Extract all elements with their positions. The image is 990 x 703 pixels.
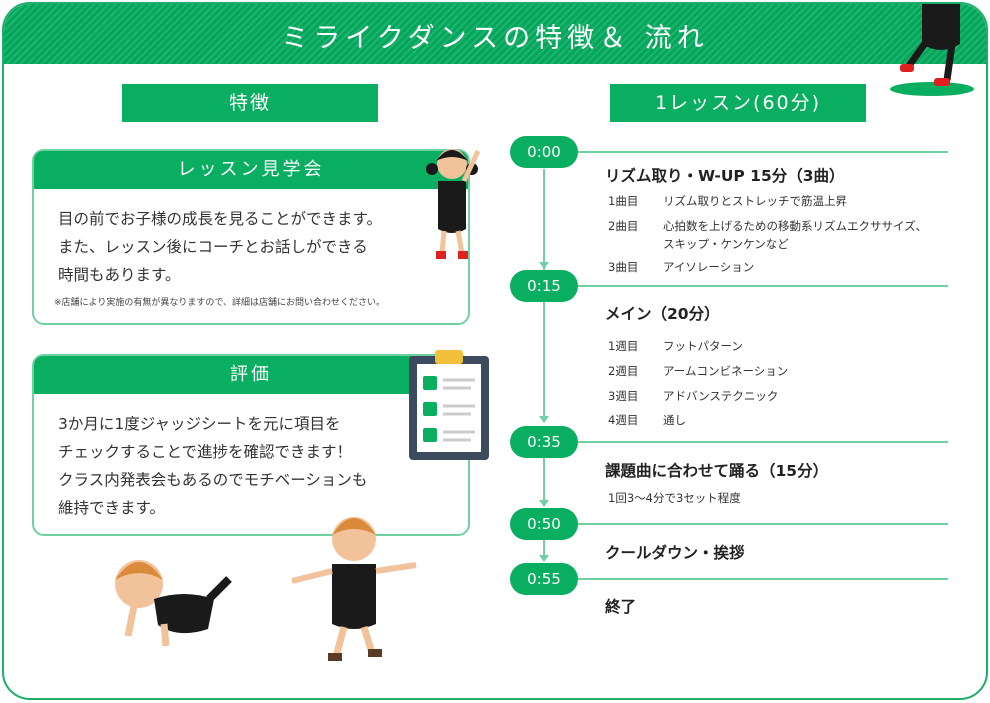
- features-tag: 特徴: [122, 84, 378, 122]
- time-badge: 0:35: [510, 426, 578, 458]
- timeline-rule: [574, 441, 948, 443]
- header-band: ミライクダンスの特徴＆ 流れ: [4, 4, 986, 64]
- section-row: 4週目通し: [608, 413, 686, 427]
- section-row: 3曲目アイソレーション: [608, 260, 755, 274]
- timeline-connector: [543, 454, 545, 504]
- section-title: クールダウン・挨拶: [605, 544, 745, 562]
- time-badge: 0:00: [510, 136, 578, 168]
- section-row: 1週目フットパターン: [608, 339, 743, 353]
- feature-box-title: レッスン見学会: [34, 151, 468, 189]
- section-title: リズム取り・W-UP 15分（3曲）: [605, 167, 845, 185]
- time-badge: 0:15: [510, 270, 578, 302]
- feature-box-note: ※店舗により実施の有無が異なりますので、詳細は店舗にお問い合わせください。: [54, 298, 386, 308]
- section-row: 1曲目リズム取りとストレッチで筋温上昇: [608, 194, 847, 208]
- arrow-down-icon: [539, 416, 549, 423]
- section-title: メイン（20分）: [605, 305, 720, 323]
- feature-box-observation: レッスン見学会 目の前でお子様の成長を見ることができます。また、レッスン後にコー…: [32, 149, 470, 325]
- timeline-rule: [574, 151, 948, 153]
- feature-box-evaluation: 評価 3か月に1度ジャッジシートを元に項目をチェックすることで進捗を確認できます…: [32, 354, 470, 536]
- section-row: 2週目アームコンビネーション: [608, 364, 789, 378]
- timeline-connector: [543, 536, 545, 556]
- feature-box-text: 目の前でお子様の成長を見ることができます。また、レッスン後にコーチとお話しができ…: [58, 210, 382, 284]
- lesson-tag: 1レッスン(60分): [610, 84, 866, 122]
- timeline-rule: [574, 578, 948, 580]
- girl-dancer-illustration: [426, 149, 481, 259]
- arrow-down-icon: [539, 500, 549, 507]
- feature-box-text: 3か月に1度ジャッジシートを元に項目をチェックすることで進捗を確認できます！クラ…: [58, 415, 368, 517]
- section-title: 終了: [605, 598, 637, 616]
- arrow-down-icon: [539, 555, 549, 562]
- boy-crawling-illustration: [115, 560, 232, 647]
- dancer-illustration-corner: [890, 4, 974, 96]
- section-row: 3週目アドバンステクニック: [608, 389, 779, 403]
- boy-standing-illustration: [291, 517, 417, 661]
- arrow-down-icon: [539, 262, 549, 269]
- section-row: 1回3〜4分で3セット程度: [608, 491, 741, 505]
- timeline-rule: [574, 285, 948, 287]
- section-title: 課題曲に合わせて踊る（15分）: [605, 462, 829, 480]
- timeline-rule: [574, 523, 948, 525]
- page-title: ミライクダンスの特徴＆ 流れ: [281, 23, 709, 54]
- time-badge: 0:55: [510, 563, 578, 595]
- clipboard-checklist-icon: [409, 350, 489, 460]
- section-row: 2曲目心拍数を上げるための移動系リズムエクササイズ、: [608, 219, 928, 233]
- time-badge: 0:50: [510, 508, 578, 540]
- feature-box-title: 評価: [34, 356, 468, 394]
- section-row: スキップ・ケンケンなど: [663, 237, 789, 251]
